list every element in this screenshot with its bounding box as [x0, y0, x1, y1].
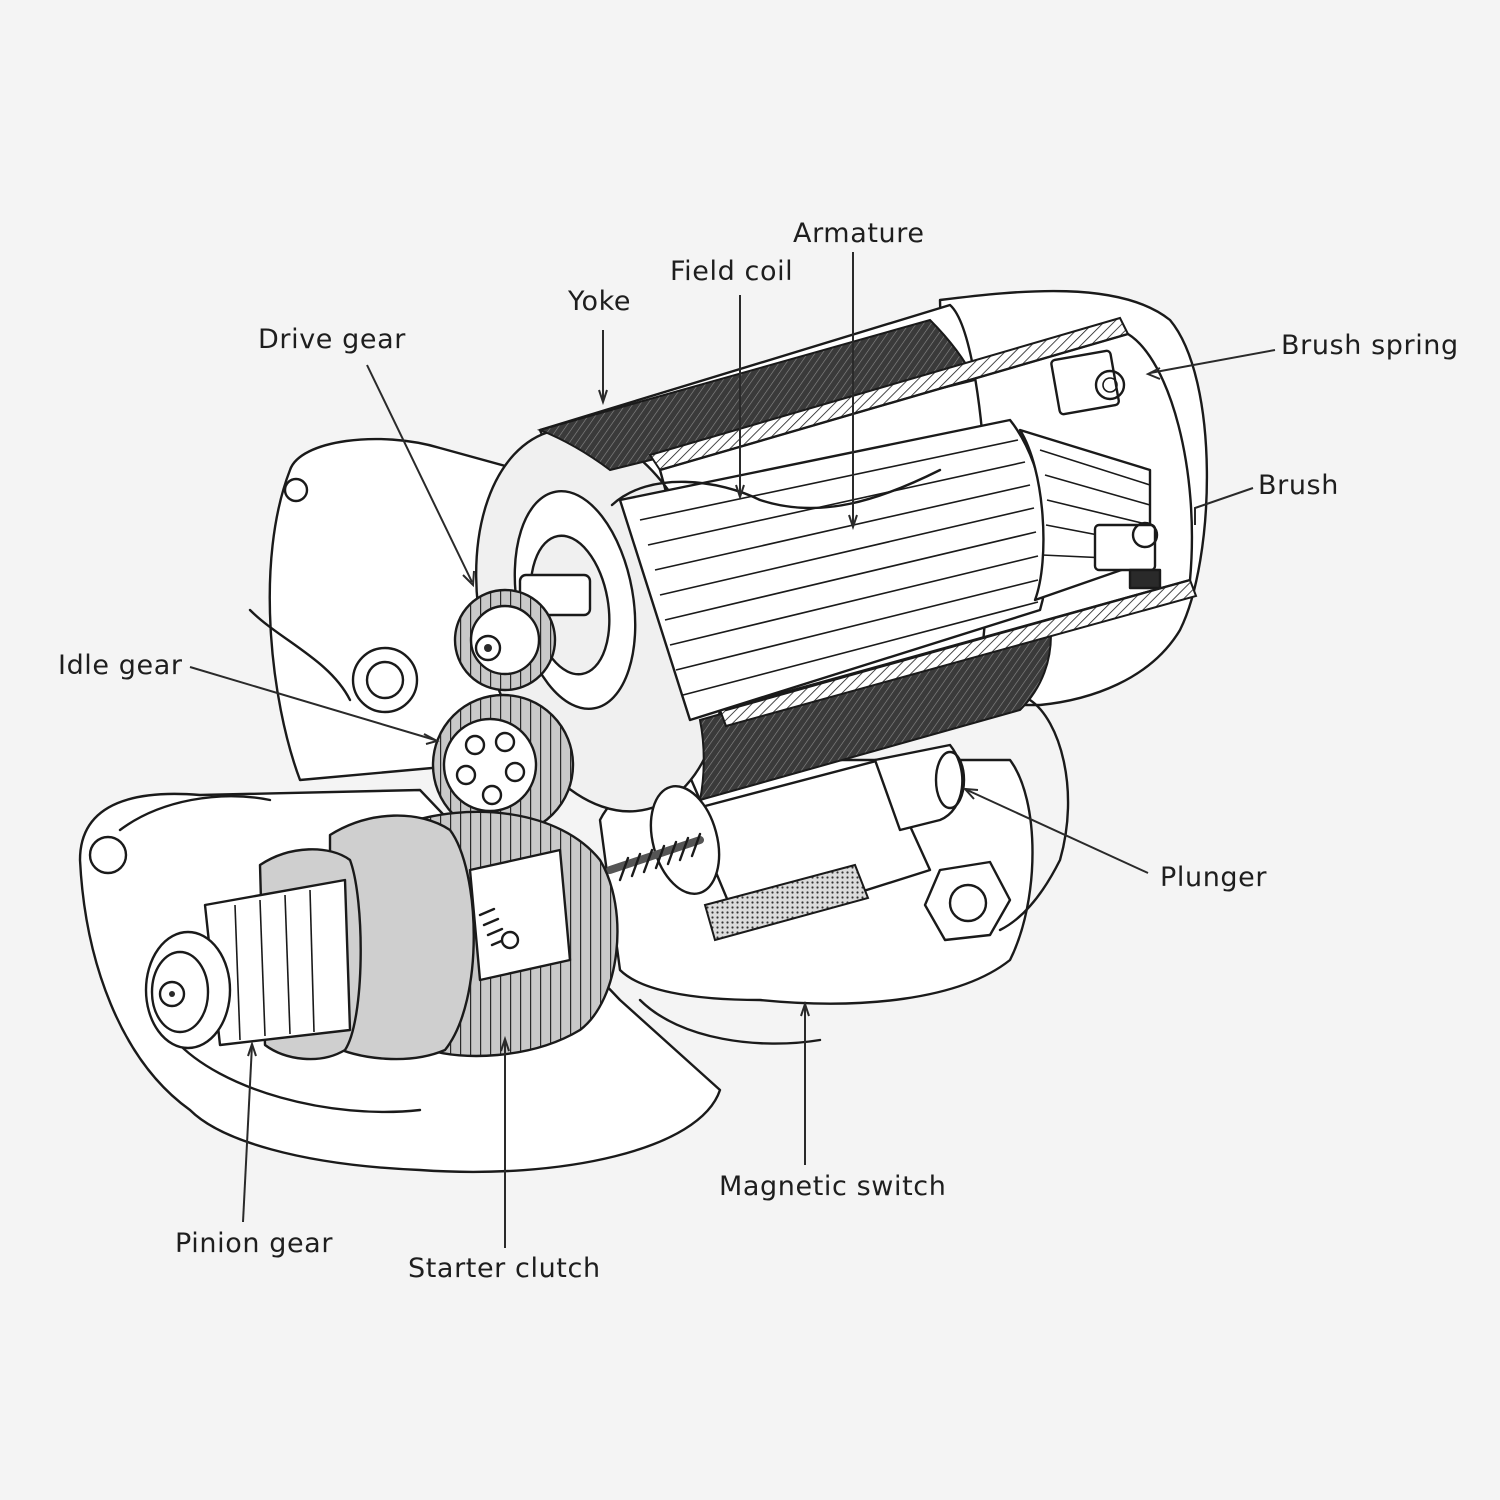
label-armature: Armature: [793, 218, 925, 249]
leader-brush: [1194, 487, 1254, 525]
label-pinion-gear: Pinion gear: [175, 1228, 334, 1259]
drive-gear: [453, 588, 557, 692]
label-plunger: Plunger: [1160, 862, 1268, 893]
magnetic-switch: [606, 698, 1070, 942]
label-field-coil: Field coil: [670, 256, 794, 287]
label-idle-gear: Idle gear: [58, 650, 183, 681]
label-brush: Brush: [1258, 470, 1339, 501]
label-magnetic-switch: Magnetic switch: [719, 1171, 947, 1202]
leader-plunger: [966, 789, 1149, 874]
leader-idle-gear: [189, 666, 436, 741]
leader-lines: [189, 252, 1276, 1248]
label-drive-gear: Drive gear: [258, 324, 406, 355]
label-brush-spring: Brush spring: [1281, 330, 1459, 361]
leader-brush-spring: [1149, 349, 1276, 374]
label-starter-clutch: Starter clutch: [408, 1253, 601, 1284]
leader-pinion-gear: [242, 1044, 253, 1223]
brush-holder: [1050, 349, 1162, 590]
leader-drive-gear: [366, 364, 473, 583]
idle-gear: [431, 693, 575, 837]
label-yoke: Yoke: [568, 286, 632, 317]
starter-clutch: [144, 810, 619, 1061]
